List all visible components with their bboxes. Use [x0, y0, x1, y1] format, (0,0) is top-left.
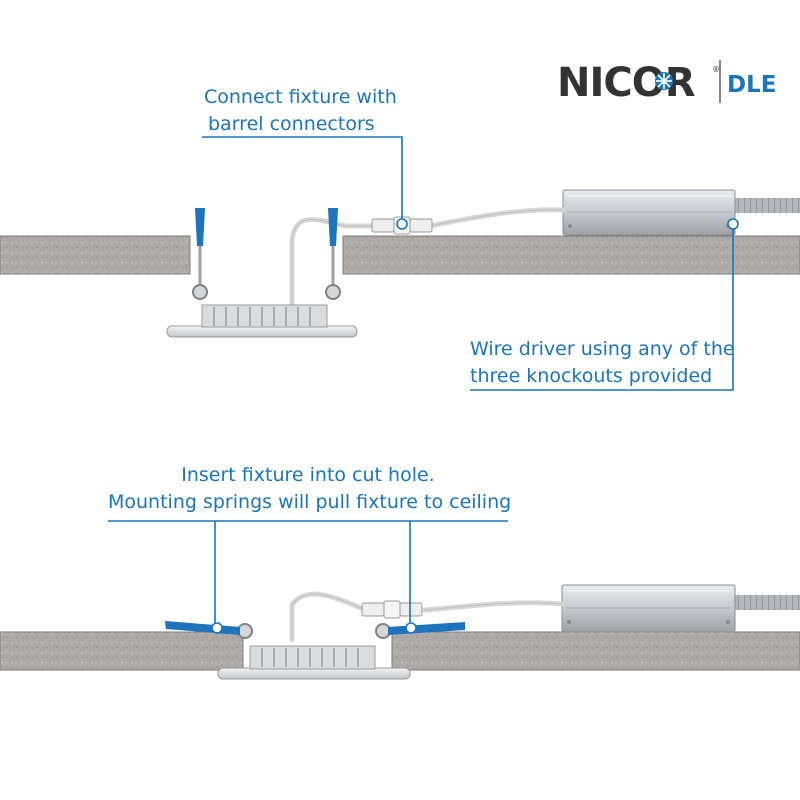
ceiling-board: [0, 631, 800, 671]
led-fixture: [217, 645, 411, 680]
callout-insert-line2: Mounting springs will pull fixture to ce…: [108, 491, 512, 513]
mounting-spring-right: [325, 208, 341, 300]
nicor-logo: NICOR ® DLE: [557, 60, 776, 106]
wiring: [289, 591, 565, 643]
led-fixture: [166, 304, 358, 338]
callout-insert-fixture: Insert fixture into cut hole. Mounting s…: [108, 462, 512, 516]
metal-conduit: [735, 595, 800, 610]
ceiling-board: [0, 235, 800, 275]
callout-driver-line2: three knockouts provided: [470, 365, 713, 387]
logo-brand: NICOR: [557, 60, 695, 106]
bottom-scene: [0, 520, 800, 680]
barrel-connector: [361, 600, 423, 619]
callout-leaders-bottom: [108, 520, 508, 634]
callout-wire-driver: Wire driver using any of the three knock…: [470, 336, 735, 390]
callout-connect-fixture: Connect fixture with barrel connectors: [204, 84, 397, 138]
led-driver: [562, 189, 736, 236]
callout-driver-line1: Wire driver using any of the: [470, 338, 735, 360]
mounting-spring-left: [192, 208, 208, 300]
callout-leaders-top: [202, 136, 739, 391]
callout-connect-line2: barrel connectors: [208, 113, 375, 135]
wiring: [289, 207, 566, 313]
registered-mark: ®: [712, 65, 720, 74]
led-driver: [561, 584, 736, 633]
logo-product: DLE: [727, 72, 776, 98]
metal-conduit: [735, 198, 800, 213]
starburst-icon: [655, 72, 673, 90]
callout-connect-line1: Connect fixture with: [204, 86, 397, 108]
callout-insert-line1: Insert fixture into cut hole.: [181, 464, 435, 486]
top-scene: [0, 136, 800, 391]
